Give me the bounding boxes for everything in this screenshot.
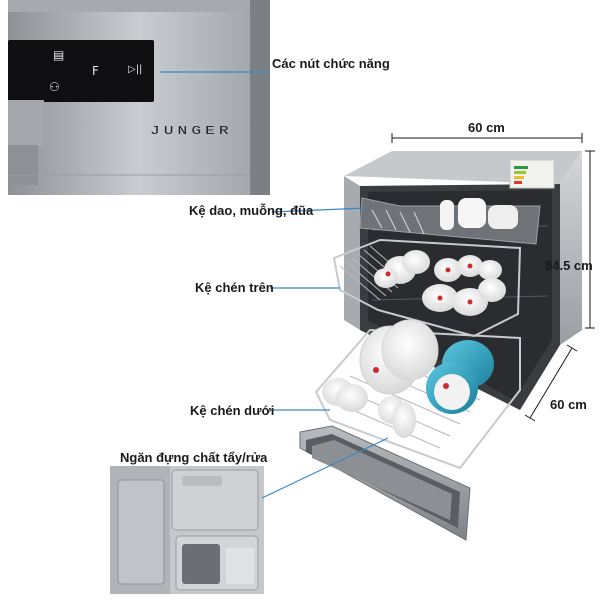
- child-lock-icon: ⚇: [49, 80, 60, 94]
- lower-rack: [314, 319, 521, 470]
- label-upper-rack: Kệ chén trên: [195, 280, 274, 295]
- program-button-icon: ▤: [53, 48, 65, 62]
- dishwasher-door: [299, 425, 471, 541]
- upper-rack: [332, 238, 522, 338]
- function-f-button: F: [92, 64, 99, 78]
- dimension-depth: 60 cm: [550, 397, 587, 412]
- cutlery-rack: [359, 197, 541, 245]
- control-panel-inset: [8, 0, 270, 195]
- label-lower-rack: Kệ chén dưới: [190, 403, 275, 418]
- label-function-buttons: Các nút chức năng: [272, 56, 390, 71]
- label-cutlery-rack: Kệ dao, muỗng, đũa: [189, 203, 314, 218]
- start-pause-icon: ▷||: [128, 64, 143, 75]
- callout-lines: [160, 71, 389, 499]
- dimension-lines: [391, 133, 595, 422]
- detergent-inset: [110, 466, 264, 594]
- brand-logo: JUNGER: [150, 124, 233, 138]
- dimension-width: 60 cm: [468, 120, 505, 135]
- dimension-height: 84.5 cm: [545, 258, 593, 273]
- label-detergent-compartment: Ngăn đựng chất tẩy/rửa: [120, 450, 268, 465]
